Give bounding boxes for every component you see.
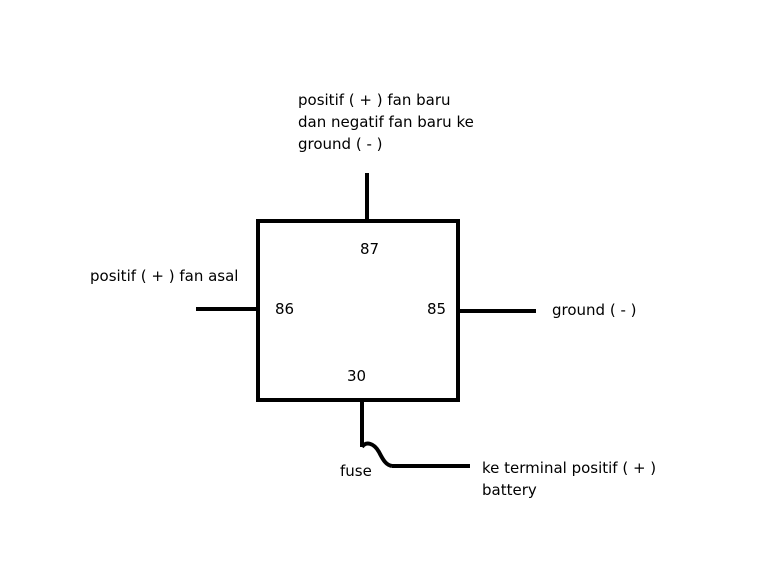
pin-85-label: 85 — [427, 300, 447, 318]
label-87-line-1: positif ( + ) fan baru — [298, 91, 451, 109]
label-87-line-2: dan negatif fan baru ke — [298, 113, 474, 131]
label-86-destination: positif ( + ) fan asal — [90, 267, 239, 285]
label-30-destination: ke terminal positif ( + ) battery — [482, 457, 656, 501]
pin-87-label: 87 — [360, 240, 380, 258]
fuse-label: fuse — [340, 462, 372, 480]
label-87-line-3: ground ( - ) — [298, 135, 383, 153]
pin-30-label: 30 — [347, 367, 367, 385]
label-87-destination: positif ( + ) fan baru dan negatif fan b… — [298, 89, 474, 155]
pin-86-label: 86 — [275, 300, 295, 318]
label-30-line-2: battery — [482, 481, 537, 499]
label-85-destination: ground ( - ) — [552, 301, 637, 319]
fuse-symbol — [360, 441, 393, 468]
label-30-line-1: ke terminal positif ( + ) — [482, 459, 657, 477]
